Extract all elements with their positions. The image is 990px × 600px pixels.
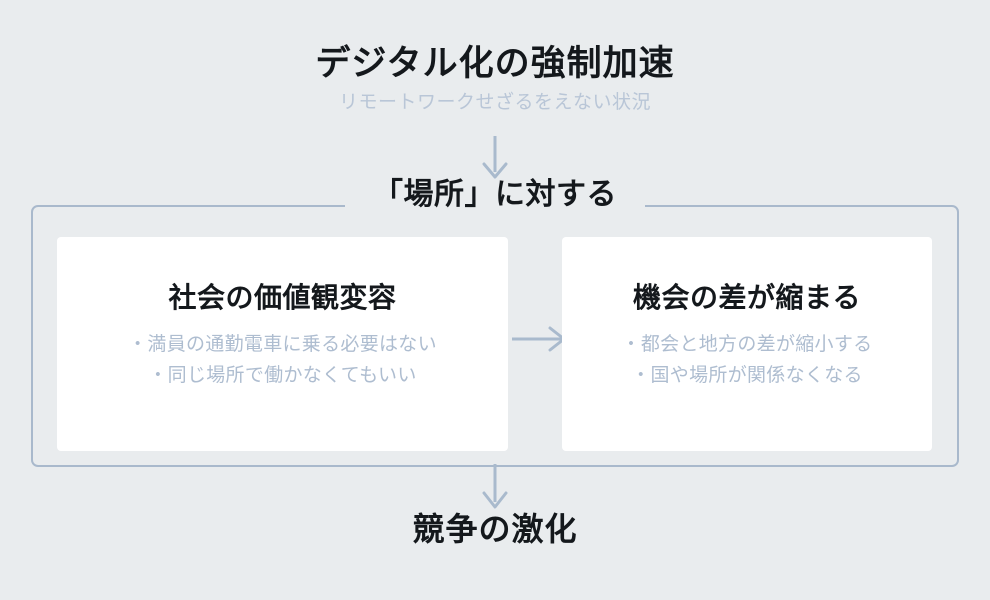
list-item: ・都会と地方の差が縮小する (621, 334, 873, 356)
list-item: ・満員の通勤電車に乗る必要はない (128, 334, 437, 356)
card-title: 社会の価値観変容 (168, 282, 397, 313)
arrow-down-icon (478, 464, 512, 510)
card-bullet-list: ・満員の通勤電車に乗る必要はない ・同じ場所で働かなくてもいい (57, 330, 508, 392)
group-legend-label: 「場所」に対する (373, 178, 617, 211)
list-item: ・同じ場所で働かなくてもいい (148, 364, 417, 386)
card-opportunity-gap: 機会の差が縮まる ・都会と地方の差が縮小する ・国や場所が関係なくなる (562, 237, 932, 451)
arrow-down-icon (478, 136, 512, 180)
page-title: デジタル化の強制加速 (315, 44, 675, 83)
group-legend-gap (345, 197, 645, 215)
arrow-right-icon (512, 324, 568, 354)
outcome-label: 競争の激化 (412, 511, 578, 547)
page-subtitle: リモートワークせざるをえない状況 (338, 92, 651, 114)
heading-block: デジタル化の強制加速 リモートワークせざるをえない状況 (0, 44, 990, 115)
card-bullet-list: ・都会と地方の差が縮小する ・国や場所が関係なくなる (562, 330, 932, 392)
card-social-values: 社会の価値観変容 ・満員の通勤電車に乗る必要はない ・同じ場所で働かなくてもいい (57, 237, 508, 451)
list-item: ・国や場所が関係なくなる (631, 364, 863, 386)
card-title: 機会の差が縮まる (632, 282, 861, 313)
